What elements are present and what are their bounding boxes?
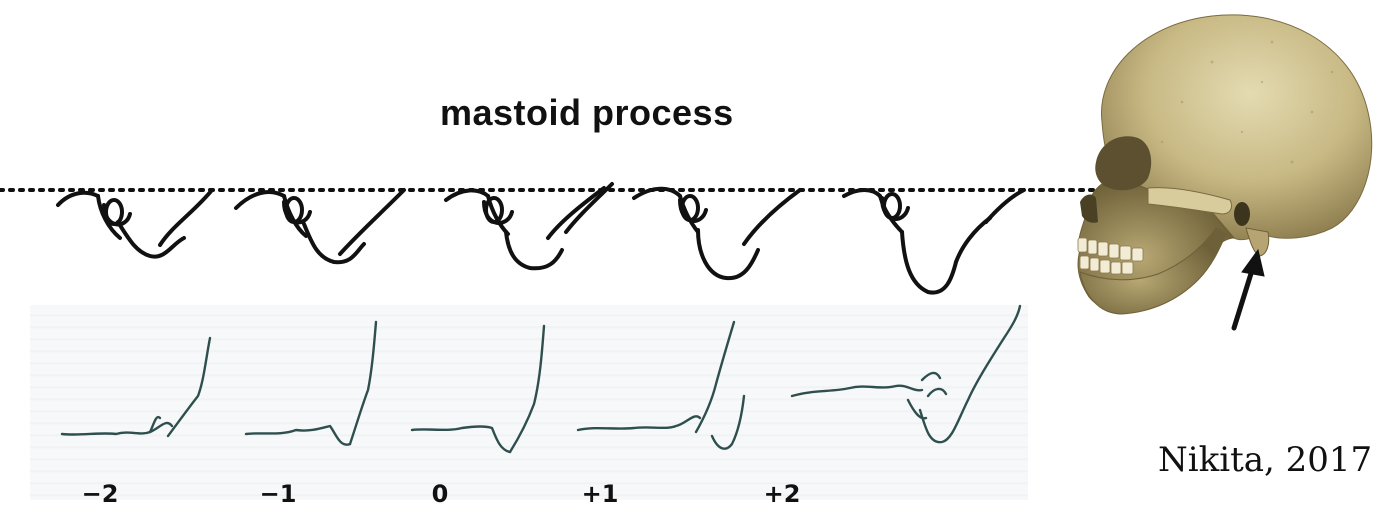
skull-lateral-view-image [1077, 14, 1373, 331]
diagram-title: mastoid process [440, 92, 734, 133]
mastoid-outline-plus2 [842, 188, 1026, 295]
score-label-minus1: −1 [259, 480, 297, 508]
scan-outline-0 [410, 324, 546, 454]
score-label-plus1: +1 [581, 480, 619, 508]
mastoid-outline-minus1 [234, 188, 406, 265]
score-label-minus2: −2 [81, 480, 119, 508]
mastoid-outline-minus2 [56, 188, 214, 259]
scan-outline-minus2 [60, 336, 212, 438]
scan-outline-plus2 [790, 304, 1022, 444]
citation: Nikita, 2017 [1158, 440, 1373, 480]
mastoid-outline-plus1 [632, 186, 802, 281]
mastoid-process-bone [1245, 227, 1270, 257]
nasal-cavity [1080, 194, 1098, 223]
mastoid-outline-0 [444, 182, 614, 271]
mandible [1079, 227, 1227, 315]
score-label-plus2: +2 [763, 480, 801, 508]
teeth [1077, 237, 1144, 275]
zygomatic-arch [1147, 187, 1233, 215]
eye-orbit [1095, 136, 1152, 191]
ear-canal [1234, 202, 1250, 226]
scan-outline-plus1 [576, 320, 746, 450]
score-label-0: 0 [431, 480, 449, 508]
scan-outline-minus1 [244, 320, 378, 446]
scanned-drawing-background [30, 305, 1028, 500]
arrow-icon [1231, 248, 1265, 331]
